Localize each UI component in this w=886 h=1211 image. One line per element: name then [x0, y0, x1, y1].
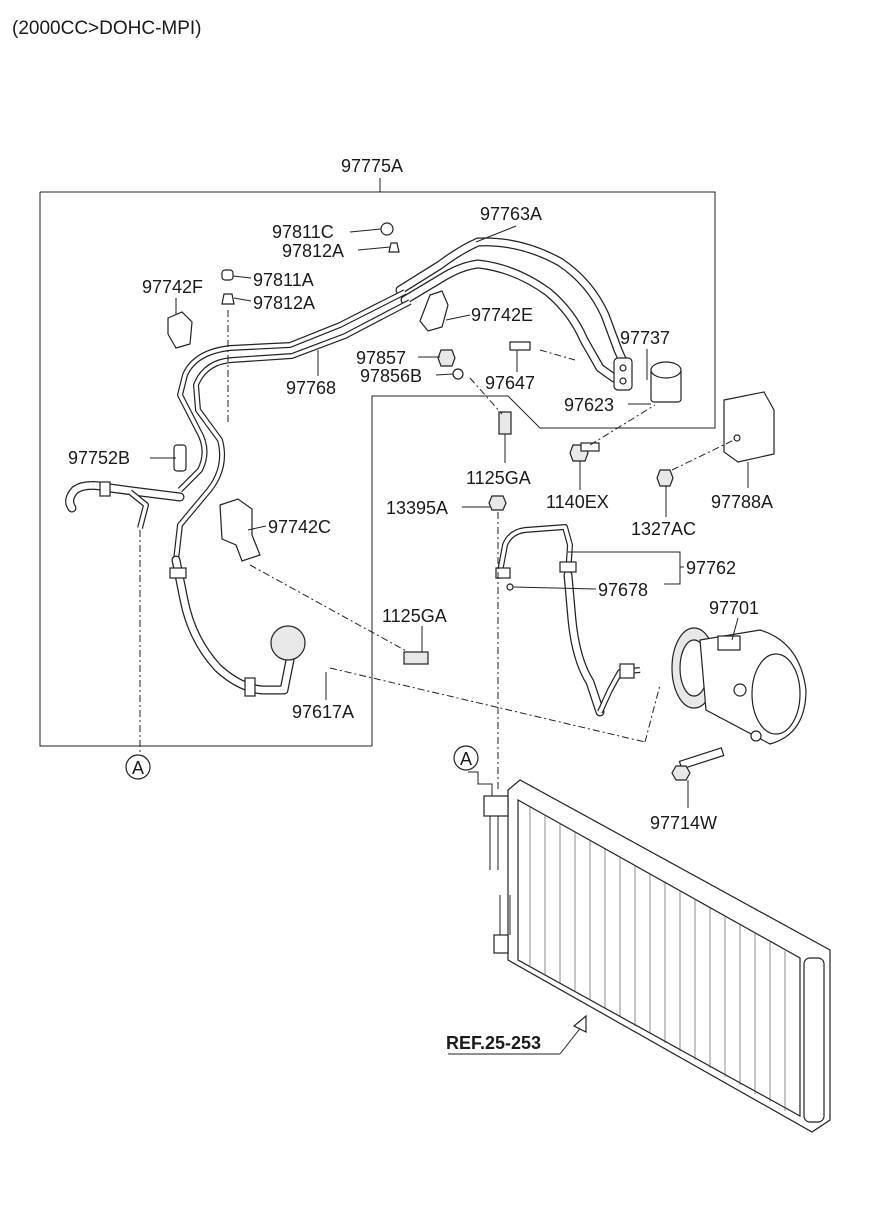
- hole-icon: [733, 434, 741, 442]
- connector-a-right: A: [453, 745, 479, 771]
- part-label: 97742F: [142, 277, 203, 297]
- part-label: 1140EX: [546, 492, 609, 512]
- part-label: 97737: [620, 328, 670, 348]
- valve-core-icon: [221, 293, 235, 305]
- hose-97762: [495, 524, 641, 717]
- condenser-outlet-icon: [493, 934, 509, 954]
- condenser-fins: [529, 806, 786, 1111]
- small-parts-upper: [167, 222, 775, 562]
- mount-hole-icon: [733, 683, 747, 697]
- cover-bracket-icon: [723, 391, 775, 463]
- hose-clip-icon: [219, 498, 261, 562]
- assembly-outline: [39, 178, 716, 747]
- connector-circle-icon: [125, 754, 151, 780]
- pipe-97768: [173, 289, 412, 561]
- condenser-core-icon: [517, 798, 801, 1118]
- leader-lines: [150, 225, 749, 808]
- part-label: 97811A: [253, 270, 314, 290]
- bolt-icon: [498, 411, 512, 435]
- nut-icon: [488, 495, 507, 511]
- hose-left-lower: [169, 555, 306, 697]
- part-label: 97623: [564, 395, 614, 415]
- compressor-97701: [671, 627, 807, 745]
- part-label: 13395A: [386, 498, 448, 518]
- part-label: 97811C: [272, 222, 334, 242]
- receiver-drier-icon: [803, 957, 825, 1123]
- hose-crimp-icon: [99, 481, 111, 497]
- block-fitting-icon: [613, 357, 633, 391]
- part-label: 1125GA: [382, 606, 447, 626]
- nut-icon: [656, 469, 674, 487]
- pressure-switch-top-icon: [650, 361, 682, 379]
- part-label: 97742E: [471, 305, 533, 325]
- connection-lines: [139, 310, 735, 790]
- mount-hole-icon: [750, 730, 762, 742]
- flange-icon: [619, 663, 635, 679]
- compressor-rear-icon: [751, 653, 801, 735]
- compressor-port-icon: [717, 635, 741, 651]
- part-label: 97763A: [480, 204, 542, 224]
- part-label: 97857: [356, 348, 406, 368]
- receiver-dome-icon: [270, 625, 306, 661]
- part-label: 97752B: [68, 448, 130, 468]
- part-label: 97762: [686, 558, 736, 578]
- part-label: 97812A: [253, 293, 315, 313]
- condenser-inlet-icon: [483, 795, 509, 817]
- hose-left-loop: [65, 480, 185, 529]
- nut-icon: [437, 349, 456, 367]
- arrow-head-icon: [572, 1014, 587, 1033]
- o-ring-icon: [506, 583, 514, 591]
- ref-arrow: [448, 1014, 587, 1055]
- connector-a-left: A: [125, 754, 151, 780]
- flange-icon: [495, 567, 511, 579]
- part-label: 1327AC: [631, 519, 696, 539]
- part-label: 97788A: [711, 492, 773, 512]
- hose-97763a: [395, 237, 633, 391]
- engine-spec-header: (2000CC>DOHC-MPI): [12, 18, 202, 39]
- hose-crimp-icon: [169, 567, 187, 579]
- part-label: 97856B: [360, 366, 422, 386]
- reference-label[interactable]: REF.25-253: [446, 1033, 541, 1053]
- part-label: 97617A: [292, 702, 354, 722]
- cap-icon: [380, 222, 394, 236]
- svg-text:A: A: [132, 758, 144, 778]
- hose-clip-icon: [419, 290, 449, 332]
- part-label: 97701: [709, 598, 759, 618]
- part-label: 97714W: [650, 813, 717, 833]
- hose-crimp-icon: [244, 677, 256, 697]
- part-label: 97768: [286, 378, 336, 398]
- part-label: 97775A: [341, 156, 403, 176]
- condenser: [483, 779, 831, 1133]
- bolts: [403, 411, 725, 781]
- cap-icon: [221, 269, 234, 281]
- bolt-icon: [403, 651, 429, 665]
- part-label: 97647: [485, 373, 535, 393]
- bolt-shank-icon: [580, 442, 600, 452]
- svg-text:A: A: [460, 749, 472, 769]
- connector-circle-icon: [453, 745, 479, 771]
- bolt-head-icon: [671, 765, 691, 781]
- part-label: 97812A: [282, 241, 344, 261]
- hose-crimp-icon: [559, 561, 577, 573]
- valve-core-icon: [388, 242, 400, 253]
- part-label: 1125GA: [466, 468, 531, 488]
- long-bolt-icon: [678, 747, 725, 770]
- part-labels: 97775A 97811C 97812A 97763A 97811A 97742…: [68, 156, 773, 833]
- bolt-icon: [509, 341, 531, 351]
- fitting-hole-icon: [619, 377, 627, 385]
- part-label: 97742C: [268, 517, 331, 537]
- fitting-hole-icon: [619, 364, 627, 372]
- washer-icon: [452, 368, 464, 380]
- part-label: 97678: [598, 580, 648, 600]
- hose-clip-icon: [167, 311, 193, 349]
